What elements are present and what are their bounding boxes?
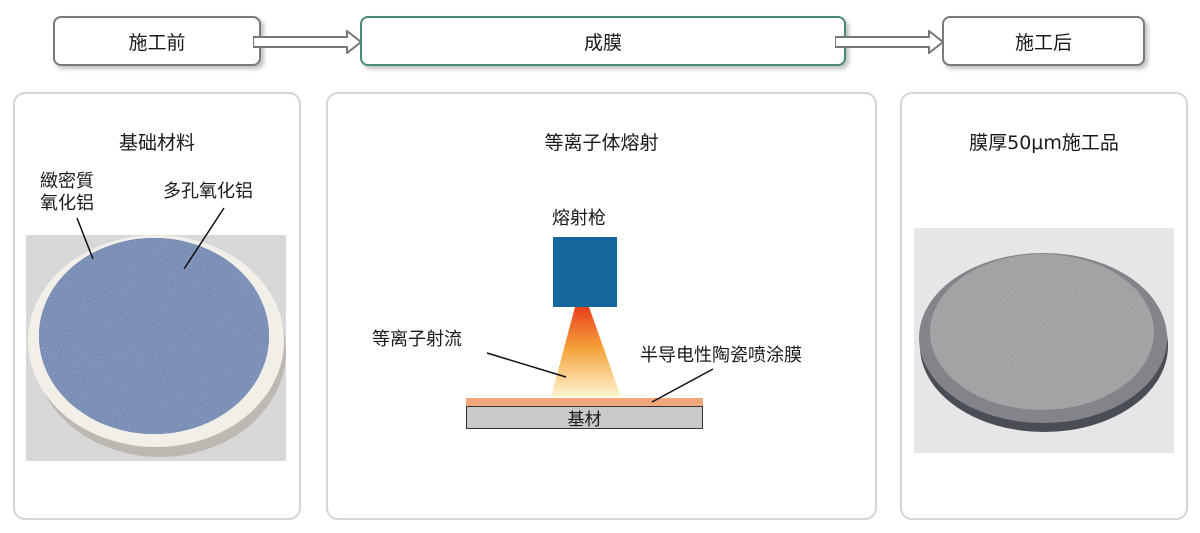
step-after-construction: 施工后 xyxy=(942,16,1145,66)
label-dense-alumina: 緻密質 氧化铝 xyxy=(40,171,94,215)
label-porous-alumina: 多孔氧化铝 xyxy=(163,181,253,202)
step-film-formation: 成膜 xyxy=(360,16,846,66)
arrow-right-icon xyxy=(253,30,363,54)
label-dense-line2: 氧化铝 xyxy=(40,193,94,214)
panel-plasma-spraying-title: 等离子体熔射 xyxy=(544,132,659,154)
step-after-label: 施工后 xyxy=(1014,31,1072,54)
porous-alumina-disc-photo xyxy=(26,235,286,461)
plasma-jet-cone xyxy=(551,307,621,397)
label-dense-line1: 緻密質 xyxy=(40,171,94,192)
substrate: 基材 xyxy=(466,406,703,430)
panel-finished-product-title: 膜厚50μm施工品 xyxy=(969,132,1119,154)
step-film-label: 成膜 xyxy=(583,31,622,54)
label-coating-film: 半导电性陶瓷喷涂膜 xyxy=(640,345,802,366)
panel-base-material-title: 基础材料 xyxy=(118,132,195,154)
coated-disc-photo xyxy=(914,228,1174,453)
coating-layer xyxy=(466,398,703,406)
spray-gun xyxy=(553,237,617,307)
arrow-right-icon xyxy=(835,30,945,54)
label-plasma-jet: 等离子射流 xyxy=(372,329,462,350)
step-before-construction: 施工前 xyxy=(53,16,261,66)
leader-lines-left xyxy=(76,207,225,270)
label-spray-gun: 熔射枪 xyxy=(552,208,606,229)
step-before-label: 施工前 xyxy=(128,31,186,54)
label-substrate: 基材 xyxy=(567,410,602,430)
